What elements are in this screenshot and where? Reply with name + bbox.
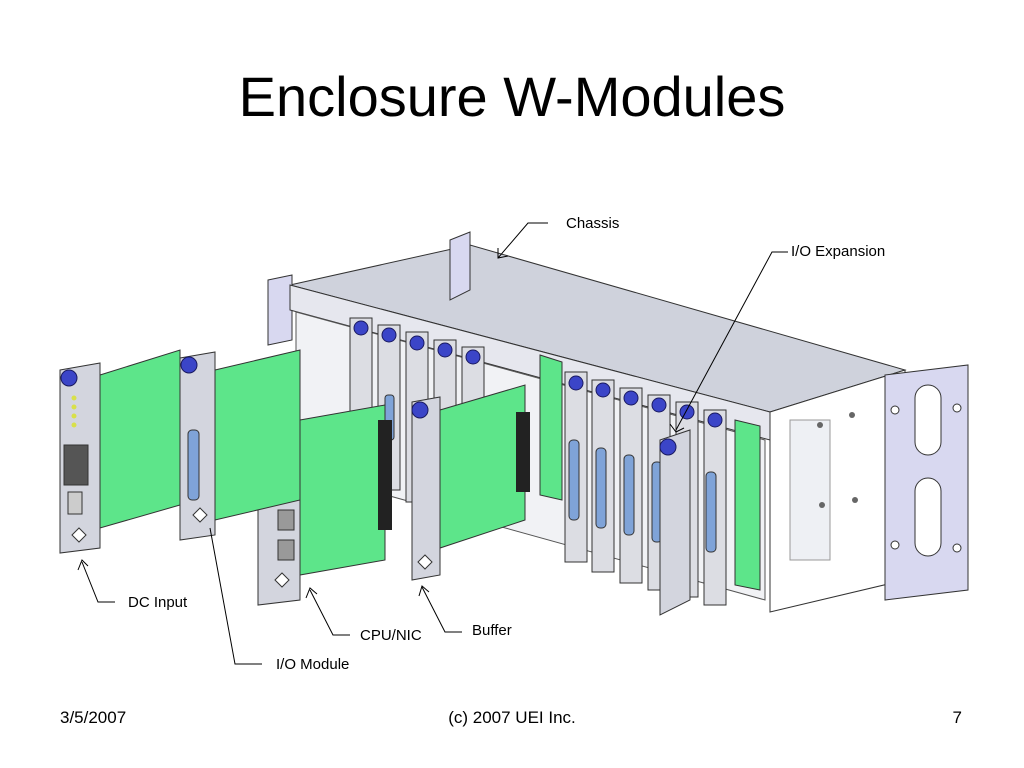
- chassis-left-ear: [267, 274, 293, 346]
- io-expansion-leader: [675, 251, 788, 431]
- slide-title: Enclosure W-Modules: [238, 65, 786, 128]
- callout-lines: [81, 222, 788, 665]
- footer-copyright: (c) 2007 UEI Inc.: [448, 708, 576, 727]
- callout-io-expansion: I/O Expansion: [791, 243, 886, 260]
- dc-input-card: [59, 349, 181, 554]
- footer-page-number: 7: [952, 708, 962, 727]
- ear-slot-bottom: [914, 477, 942, 557]
- io-module-card: [168, 349, 301, 541]
- callout-chassis: Chassis: [566, 215, 620, 232]
- callout-arrowheads: [77, 248, 685, 599]
- footer-date: 3/5/2007: [60, 708, 127, 727]
- buffer-card: [411, 384, 530, 581]
- callout-cpu-nic: CPU/NIC: [360, 627, 422, 644]
- callout-buffer: Buffer: [472, 622, 512, 639]
- cpu-nic-leader: [309, 589, 350, 636]
- io-module-leader: [209, 527, 262, 665]
- chassis-leader: [497, 222, 548, 259]
- buffer-leader: [421, 586, 462, 633]
- dc-input-leader: [81, 561, 115, 603]
- callout-io-module: I/O Module: [276, 656, 350, 673]
- callout-dc-input: DC Input: [128, 594, 188, 611]
- chassis-back-flange: [449, 231, 471, 301]
- ear-slot-top: [914, 384, 942, 456]
- io-expansion-card: [659, 429, 691, 616]
